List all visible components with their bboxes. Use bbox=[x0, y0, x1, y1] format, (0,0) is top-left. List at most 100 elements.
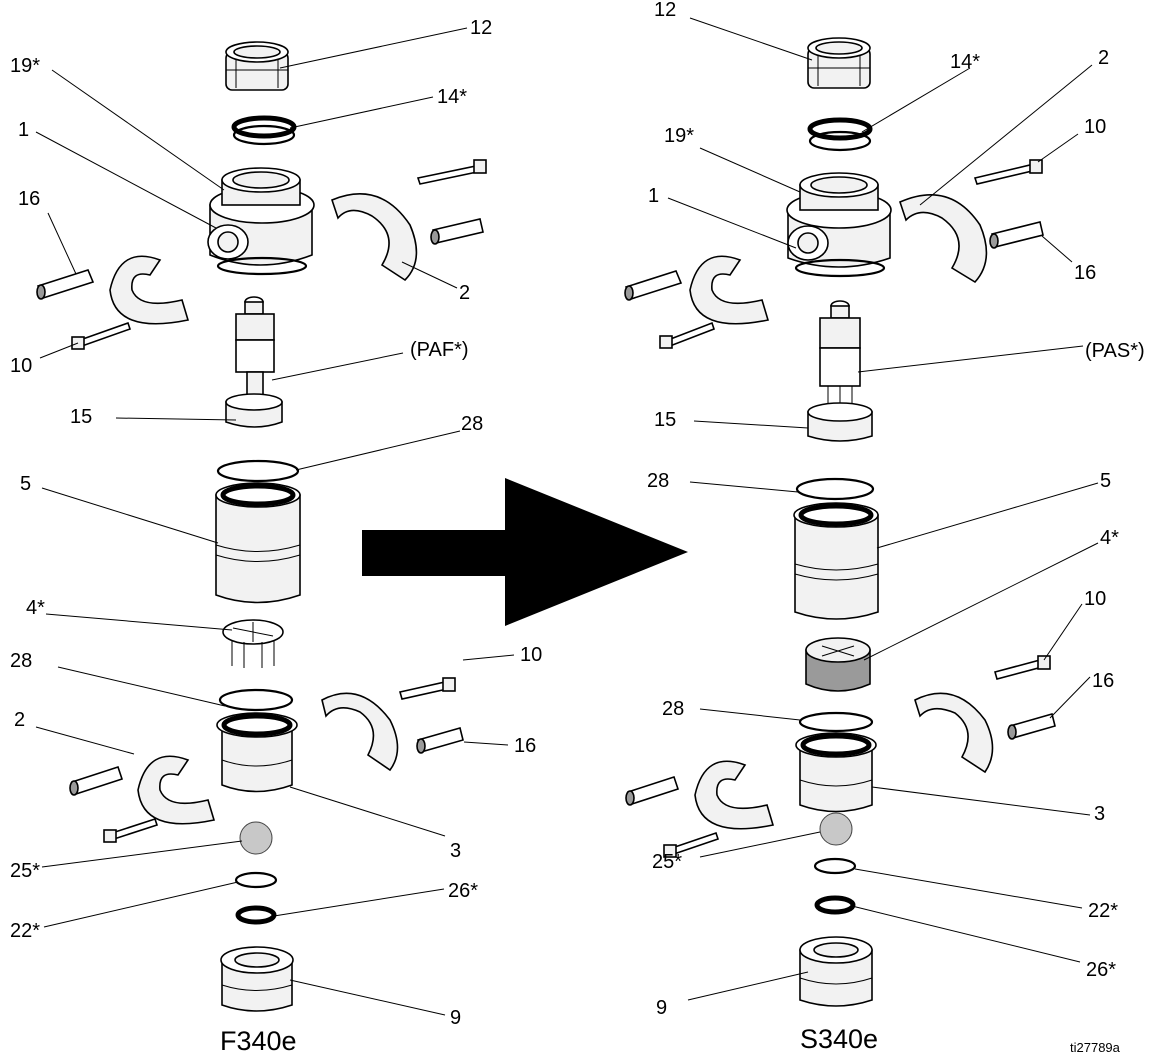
right-callout-labels: 12 14* 2 19* 10 1 16 (PAS*) 15 28 5 4* 1… bbox=[647, 0, 1145, 1019]
label-26-right: 26* bbox=[1086, 959, 1116, 981]
label-16-right-lower: 16 bbox=[1092, 670, 1114, 692]
part-5-cylinder-right bbox=[793, 502, 879, 620]
part-16-pin-lower-right bbox=[416, 727, 464, 754]
label-28-lower-left: 28 bbox=[10, 650, 32, 672]
part-9-cap bbox=[220, 946, 294, 1012]
label-9-right: 9 bbox=[656, 997, 667, 1019]
part-10-bolt-left bbox=[71, 321, 132, 350]
label-12-left: 12 bbox=[470, 17, 492, 39]
part-28-oring-upper-right bbox=[795, 477, 875, 501]
label-4-right: 4* bbox=[1100, 527, 1119, 549]
part-14-seal bbox=[231, 115, 297, 146]
label-14-right: 14* bbox=[950, 51, 980, 73]
right-assembly bbox=[624, 37, 1056, 1007]
part-5-cylinder bbox=[215, 482, 301, 604]
part-1-housing bbox=[207, 167, 315, 276]
part-12-nut bbox=[225, 41, 289, 91]
part-26-seat bbox=[235, 905, 277, 925]
right-leader-lines bbox=[667, 17, 1099, 1001]
label-19-left: 19* bbox=[10, 55, 40, 77]
part-16-pin-right-top bbox=[989, 221, 1044, 249]
part-16-pin-right-lower-left bbox=[625, 775, 680, 806]
part-1-housing-right bbox=[786, 172, 892, 278]
label-3-left: 3 bbox=[450, 840, 461, 862]
part-28-oring-lower-left bbox=[218, 688, 294, 712]
label-pas: (PAS*) bbox=[1085, 340, 1145, 362]
left-leader-lines bbox=[35, 27, 515, 1016]
label-16-top-left: 16 bbox=[18, 188, 40, 210]
label-14-left: 14* bbox=[437, 86, 467, 108]
part-4-spider-right bbox=[805, 637, 871, 692]
part-paf-piston bbox=[225, 296, 283, 428]
part-10-bolt-lower-left bbox=[103, 817, 159, 843]
label-25-right: 25* bbox=[652, 851, 682, 873]
part-10-bolt-right-left bbox=[659, 321, 716, 349]
part-10-bolt-top-left bbox=[416, 159, 487, 185]
label-15-left: 15 bbox=[70, 406, 92, 428]
part-10-bolt-right-lower-left bbox=[663, 831, 720, 858]
part-3-lower-housing-right bbox=[795, 732, 877, 813]
part-22-oring bbox=[234, 871, 278, 889]
label-12-right: 12 bbox=[654, 0, 676, 21]
label-1-left: 1 bbox=[18, 119, 29, 141]
part-2-clamp-right-lower-left bbox=[694, 760, 775, 830]
part-pas-piston bbox=[807, 300, 873, 442]
part-2-clamp-top-left bbox=[109, 255, 190, 325]
direction-arrow bbox=[362, 478, 688, 626]
part-26-seat-right bbox=[814, 895, 856, 915]
part-28-oring-upper-left bbox=[216, 459, 300, 483]
label-3-right: 3 bbox=[1094, 803, 1105, 825]
part-22-oring-right bbox=[813, 857, 857, 875]
part-16-pin-right-lower bbox=[1007, 713, 1056, 740]
part-2-clamp-right-lower bbox=[914, 692, 994, 774]
label-paf: (PAF*) bbox=[410, 339, 469, 361]
label-5-right: 5 bbox=[1100, 470, 1111, 492]
part-16-pin-top-right bbox=[430, 218, 484, 245]
label-28-lower-right: 28 bbox=[662, 698, 684, 720]
label-10-right-top: 10 bbox=[1084, 116, 1106, 138]
part-9-cap-right bbox=[799, 936, 873, 1007]
part-16-pin-lower-left bbox=[69, 765, 124, 796]
left-callout-labels: 12 19* 14* 1 16 2 10 (PAF*) 15 28 5 4* 2… bbox=[10, 17, 542, 1029]
label-22-right: 22* bbox=[1088, 900, 1118, 922]
part-2-clamp-lower-right bbox=[321, 692, 399, 772]
label-5-left: 5 bbox=[20, 473, 31, 495]
part-25-ball-right bbox=[819, 812, 853, 846]
label-2-top-left: 2 bbox=[459, 282, 470, 304]
label-10-top-left: 10 bbox=[10, 355, 32, 377]
label-10-lower-left: 10 bbox=[520, 644, 542, 666]
part-14-seal-right bbox=[807, 117, 873, 152]
label-15-right: 15 bbox=[654, 409, 676, 431]
part-16-pin-left bbox=[36, 269, 95, 300]
part-12-nut-right bbox=[807, 37, 871, 89]
part-28-oring-lower-right bbox=[798, 711, 874, 733]
label-28-upper-left: 28 bbox=[461, 413, 483, 435]
caption-left: F340e bbox=[220, 1026, 297, 1056]
label-25-left: 25* bbox=[10, 860, 40, 882]
label-1-right: 1 bbox=[648, 185, 659, 207]
label-22-left: 22* bbox=[10, 920, 40, 942]
label-28-upper-right: 28 bbox=[647, 470, 669, 492]
label-10-right-lower: 10 bbox=[1084, 588, 1106, 610]
label-16-lower-left: 16 bbox=[514, 735, 536, 757]
left-assembly bbox=[36, 41, 487, 1012]
label-4-left: 4* bbox=[26, 597, 45, 619]
label-26-left: 26* bbox=[448, 880, 478, 902]
figure-reference: ti27789a bbox=[1070, 1040, 1121, 1055]
part-4-spider bbox=[222, 619, 284, 668]
label-2-lower-left: 2 bbox=[14, 709, 25, 731]
part-10-bolt-lower-right bbox=[398, 677, 456, 700]
part-2-clamp-right-left bbox=[689, 255, 770, 325]
label-9-left: 9 bbox=[450, 1007, 461, 1029]
part-16-pin-right-left bbox=[624, 270, 683, 301]
label-19-right: 19* bbox=[664, 125, 694, 147]
part-2-clamp-top-right bbox=[331, 193, 418, 282]
part-2-clamp-right-top bbox=[899, 194, 988, 284]
part-10-bolt-right-top bbox=[973, 159, 1043, 185]
part-2-clamp-lower-left bbox=[137, 755, 216, 825]
part-25-ball bbox=[239, 821, 273, 855]
caption-right: S340e bbox=[800, 1024, 878, 1054]
part-3-lower-housing bbox=[216, 712, 298, 793]
part-10-bolt-right-lower bbox=[994, 655, 1051, 680]
